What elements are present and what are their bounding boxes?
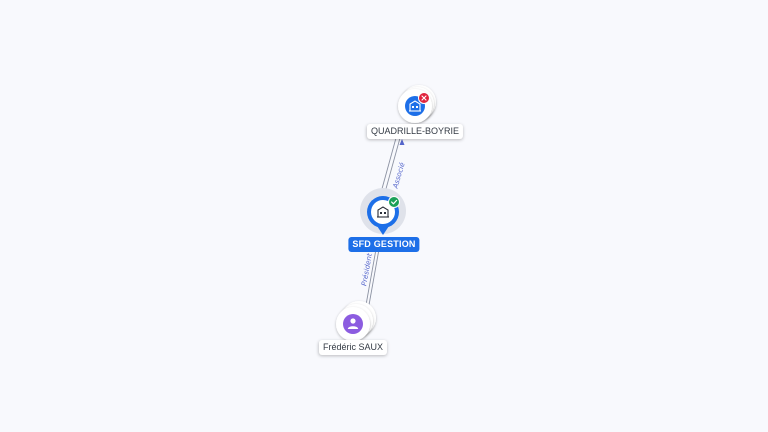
node-quadrille-boyrie[interactable] [398, 85, 436, 123]
node-label-frederic-saux[interactable]: Frédéric SAUX [318, 340, 388, 355]
person-circle [343, 314, 363, 334]
check-icon [391, 199, 398, 205]
status-active-badge [388, 196, 400, 208]
edge-label-president: Président [360, 252, 374, 286]
node-label-sfd-gestion[interactable]: SFD GESTION [348, 237, 420, 252]
person-icon [347, 318, 359, 329]
node-label-quadrille-boyrie[interactable]: QUADRILLE-BOYRIE [366, 124, 464, 139]
edge-label-associe: Associé [391, 161, 406, 190]
node-sfd-gestion[interactable] [360, 188, 406, 235]
pin-inner [371, 200, 395, 224]
arrow-head-icon [399, 139, 405, 145]
edge-sfd-quadrille[interactable]: Associé [379, 137, 407, 197]
node-frederic-saux[interactable] [336, 301, 376, 341]
cross-icon [421, 95, 427, 101]
pin-tip [377, 226, 389, 235]
building-icon [377, 206, 389, 218]
building-icon [409, 100, 421, 112]
